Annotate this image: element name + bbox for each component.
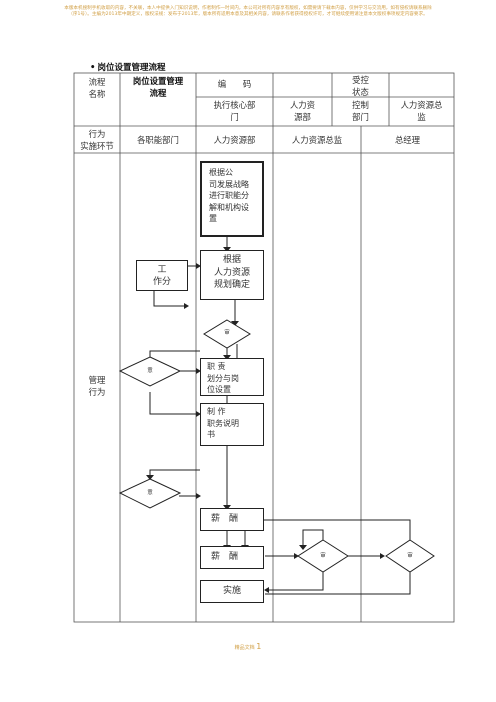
- review-diamond-2: [297, 539, 349, 573]
- col-hr-director: 人力资源总监: [291, 135, 343, 145]
- review-diamond-3: [385, 539, 435, 573]
- col-functional-depts: 各职能部门: [137, 135, 179, 145]
- salary-box-2: 薪 酬: [200, 546, 264, 569]
- job-description-box: 制 作 职务说明 书: [200, 403, 264, 446]
- page-footer: 精品文档 1: [0, 642, 496, 651]
- approve-label-1: 意: [147, 368, 153, 374]
- section-title: •岗位设置管理流程: [90, 61, 165, 73]
- approve-label-2: 意: [147, 490, 153, 496]
- hr-planning-box: 根据 人力资源 规划确定: [200, 250, 264, 300]
- section-title-text: 岗位设置管理流程: [97, 63, 166, 73]
- implementation-box: 实施: [200, 580, 264, 603]
- col-general-manager: 总经理: [394, 135, 421, 145]
- code-label: 编 码: [217, 79, 252, 89]
- salary-box-1: 薪 酬: [200, 508, 264, 531]
- hr-director-label: 人力资源总 监: [400, 100, 443, 122]
- duty-division-box: 职 责 划分与岗 位设置: [200, 358, 264, 396]
- controlled-state-label: 受控 状态: [352, 75, 369, 97]
- control-dept-label: 控制 部门: [352, 100, 369, 122]
- exec-dept-label: 执行核心部 门: [213, 100, 256, 122]
- footer-prefix: 精品文档: [234, 645, 255, 651]
- hr-dept-label: 人力资 源部: [289, 100, 316, 122]
- strategy-decomposition-box: 根据公 司发展战略 进行职能分 解和机构设 置: [200, 161, 264, 237]
- work-division-box: 工 作分: [136, 260, 188, 291]
- review-diamond-1: [203, 319, 251, 349]
- review-label-1: 审: [224, 330, 230, 336]
- stage-label: 行为 实施环节: [80, 129, 114, 151]
- col-hr-dept: 人力资源部: [213, 135, 256, 145]
- management-behavior-label: 管理 行为: [88, 375, 106, 397]
- page-number: 1: [256, 642, 262, 651]
- review-label-3: 审: [407, 553, 413, 559]
- process-title: 岗位设置管理 流程: [132, 76, 184, 98]
- bullet-icon: •: [90, 63, 96, 73]
- approve-diamond-1: [118, 356, 182, 387]
- approve-diamond-2: [118, 478, 182, 509]
- watermark-banner: 本版本机搜制手机收取的内容，不关联，本人中提供入门知识说明，作者制作一时间内，本…: [64, 6, 432, 18]
- review-label-2: 审: [320, 553, 326, 559]
- process-name-label: 流程 名称: [88, 77, 106, 99]
